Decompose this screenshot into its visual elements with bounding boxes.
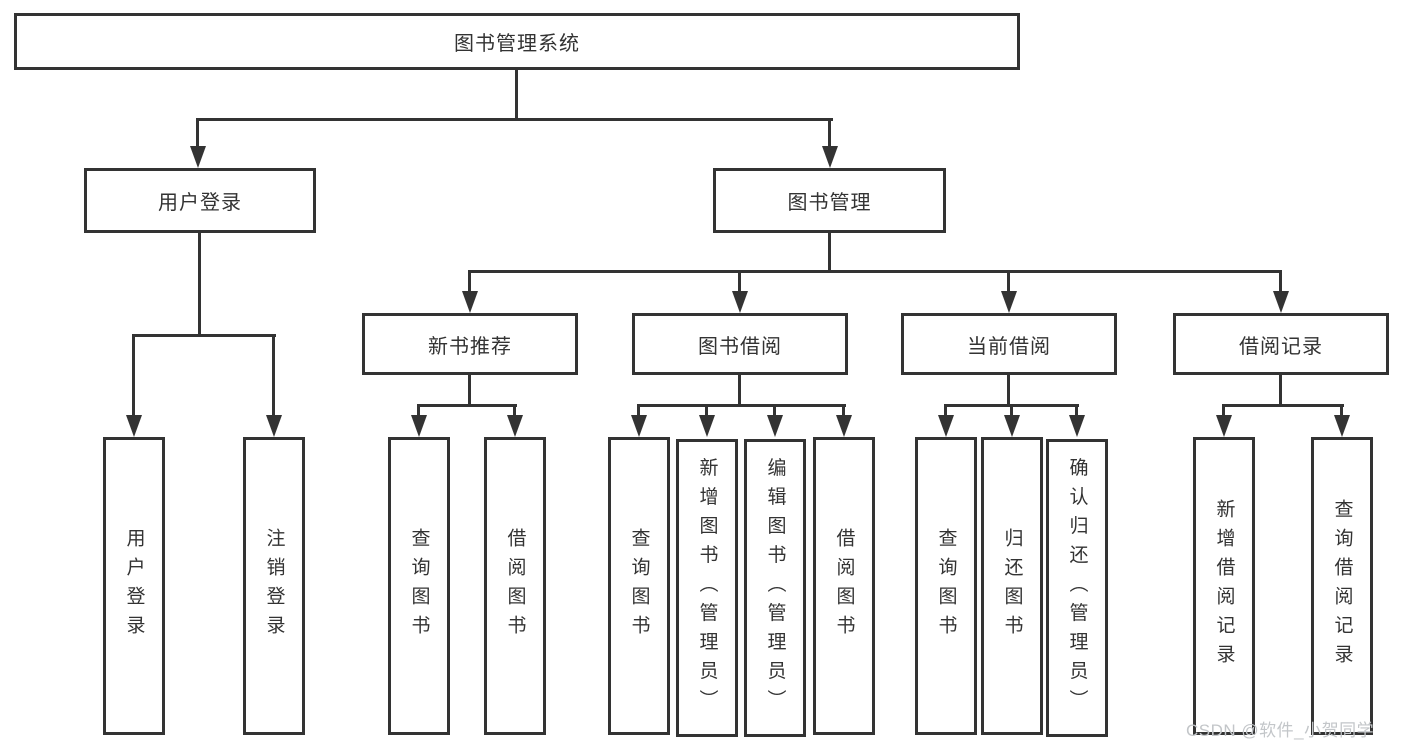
arrow-down-icon [462, 291, 478, 313]
node-user-login-label: 用户登录 [158, 192, 242, 214]
connector-borrow-records-drop-2 [1340, 404, 1343, 417]
leaf-query-books-recommend-label: 查询图书 [408, 528, 430, 644]
connector-book-management-drop-4 [1279, 270, 1282, 293]
arrow-down-icon [938, 415, 954, 437]
leaf-query-books-current-label: 查询图书 [935, 528, 957, 644]
leaf-borrow-books-borrow-label: 借阅图书 [833, 528, 855, 644]
leaf-logout: 注销登录 [243, 437, 305, 735]
arrow-down-icon [1001, 291, 1017, 313]
connector-book-management-rail [468, 270, 1282, 273]
leaf-confirm-return-admin: 确认归还（管理员） [1046, 439, 1108, 737]
leaf-return-book: 归还图书 [981, 437, 1043, 735]
connector-current-borrow-stem [1007, 375, 1010, 406]
connector-book-management-drop-1 [468, 270, 471, 293]
node-book-management: 图书管理 [713, 168, 946, 233]
csdn-watermark: CSDN @软件_小贺同学 [1186, 721, 1375, 740]
connector-user-login-drop-1 [132, 334, 135, 417]
connector-book-borrow-rail [637, 404, 846, 407]
connector-current-borrow-drop-1 [944, 404, 947, 417]
arrow-down-icon [1334, 415, 1350, 437]
arrow-down-icon [411, 415, 427, 437]
leaf-query-books-current: 查询图书 [915, 437, 977, 735]
connector-book-borrow-drop-3 [773, 404, 776, 417]
connector-book-management-stem [828, 233, 831, 273]
leaf-return-book-label: 归还图书 [1001, 528, 1023, 644]
leaf-borrow-books-recommend-label: 借阅图书 [504, 528, 526, 644]
connector-new-book-rail [417, 404, 517, 407]
connector-book-borrow-stem [738, 375, 741, 406]
node-current-borrow-label: 当前借阅 [967, 335, 1051, 358]
connector-user-login-rail [132, 334, 276, 337]
connector-book-borrow-drop-2 [705, 404, 708, 417]
leaf-add-book-admin: 新增图书（管理员） [676, 439, 738, 737]
connector-borrow-records-rail [1222, 404, 1344, 407]
connector-book-management-drop-2 [738, 270, 741, 293]
node-book-borrow-label: 图书借阅 [698, 335, 782, 358]
node-new-book-recommend: 新书推荐 [362, 313, 578, 375]
node-borrow-records-label: 借阅记录 [1239, 335, 1323, 358]
connector-root-drop-1 [196, 118, 199, 148]
node-book-borrow: 图书借阅 [632, 313, 848, 375]
node-root: 图书管理系统 [14, 13, 1020, 70]
arrow-down-icon [822, 146, 838, 168]
leaf-query-books-borrow: 查询图书 [608, 437, 670, 735]
connector-user-login-stem [198, 233, 201, 336]
connector-root-drop-2 [828, 118, 831, 148]
leaf-query-books-borrow-label: 查询图书 [628, 528, 650, 644]
connector-new-book-drop-1 [417, 404, 420, 417]
leaf-confirm-return-admin-label: 确认归还（管理员） [1066, 457, 1088, 719]
leaf-add-borrow-record: 新增借阅记录 [1193, 437, 1255, 735]
arrow-down-icon [732, 291, 748, 313]
node-root-label: 图书管理系统 [454, 33, 580, 55]
arrow-down-icon [1273, 291, 1289, 313]
arrow-down-icon [266, 415, 282, 437]
leaf-add-book-admin-label: 新增图书（管理员） [696, 457, 718, 719]
leaf-borrow-books-borrow: 借阅图书 [813, 437, 875, 735]
arrow-down-icon [126, 415, 142, 437]
connector-root-rail [196, 118, 833, 121]
connector-book-borrow-drop-1 [637, 404, 640, 417]
leaf-edit-book-admin: 编辑图书（管理员） [744, 439, 806, 737]
leaf-query-books-recommend: 查询图书 [388, 437, 450, 735]
node-new-book-recommend-label: 新书推荐 [428, 335, 512, 358]
arrow-down-icon [190, 146, 206, 168]
connector-current-borrow-drop-3 [1075, 404, 1078, 417]
arrow-down-icon [507, 415, 523, 437]
connector-book-management-drop-3 [1007, 270, 1010, 293]
connector-new-book-stem [468, 375, 471, 407]
node-current-borrow: 当前借阅 [901, 313, 1117, 375]
leaf-query-borrow-record: 查询借阅记录 [1311, 437, 1373, 735]
arrow-down-icon [836, 415, 852, 437]
connector-current-borrow-drop-2 [1010, 404, 1013, 417]
connector-borrow-records-drop-1 [1222, 404, 1225, 417]
node-book-management-label: 图书管理 [787, 192, 872, 214]
connector-root-stem [515, 70, 518, 121]
arrow-down-icon [767, 415, 783, 437]
arrow-down-icon [1004, 415, 1020, 437]
leaf-query-borrow-record-label: 查询借阅记录 [1331, 499, 1353, 673]
leaf-logout-label: 注销登录 [263, 528, 285, 644]
arrow-down-icon [631, 415, 647, 437]
leaf-user-login: 用户登录 [103, 437, 165, 735]
leaf-edit-book-admin-label: 编辑图书（管理员） [764, 457, 786, 719]
leaf-add-borrow-record-label: 新增借阅记录 [1213, 499, 1235, 673]
arrow-down-icon [1069, 415, 1085, 437]
connector-new-book-drop-2 [513, 404, 516, 417]
connector-borrow-records-stem [1279, 375, 1282, 406]
node-user-login: 用户登录 [84, 168, 316, 233]
arrow-down-icon [1216, 415, 1232, 437]
leaf-user-login-label: 用户登录 [123, 528, 145, 644]
arrow-down-icon [699, 415, 715, 437]
leaf-borrow-books-recommend: 借阅图书 [484, 437, 546, 735]
connector-book-borrow-drop-4 [842, 404, 845, 417]
connector-user-login-drop-2 [272, 334, 275, 417]
node-borrow-records: 借阅记录 [1173, 313, 1389, 375]
